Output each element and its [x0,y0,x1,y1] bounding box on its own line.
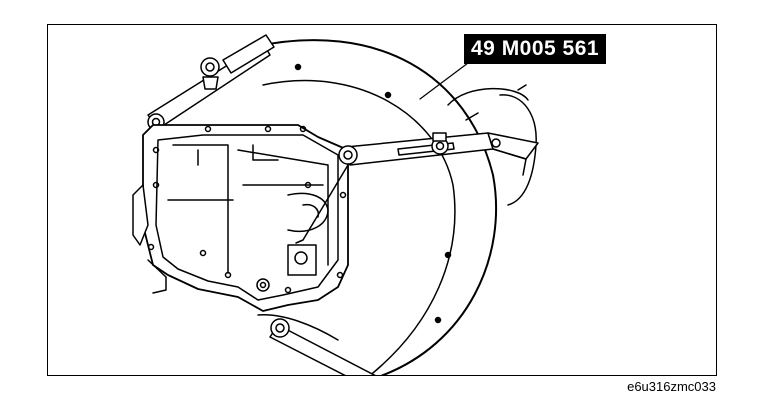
figure-caption: e6u316zmc033 [627,379,716,394]
tool-part-number-label: 49 M005 561 [464,34,607,64]
upper-support-bar [147,34,275,131]
tool-arm [295,132,539,244]
illustration-frame: 49 M005 561 [47,24,717,376]
technical-illustration [132,34,539,375]
flywheel-disc [252,39,498,375]
engine-block [132,124,349,312]
leader-line [419,62,469,100]
lower-support-arm [257,314,376,375]
